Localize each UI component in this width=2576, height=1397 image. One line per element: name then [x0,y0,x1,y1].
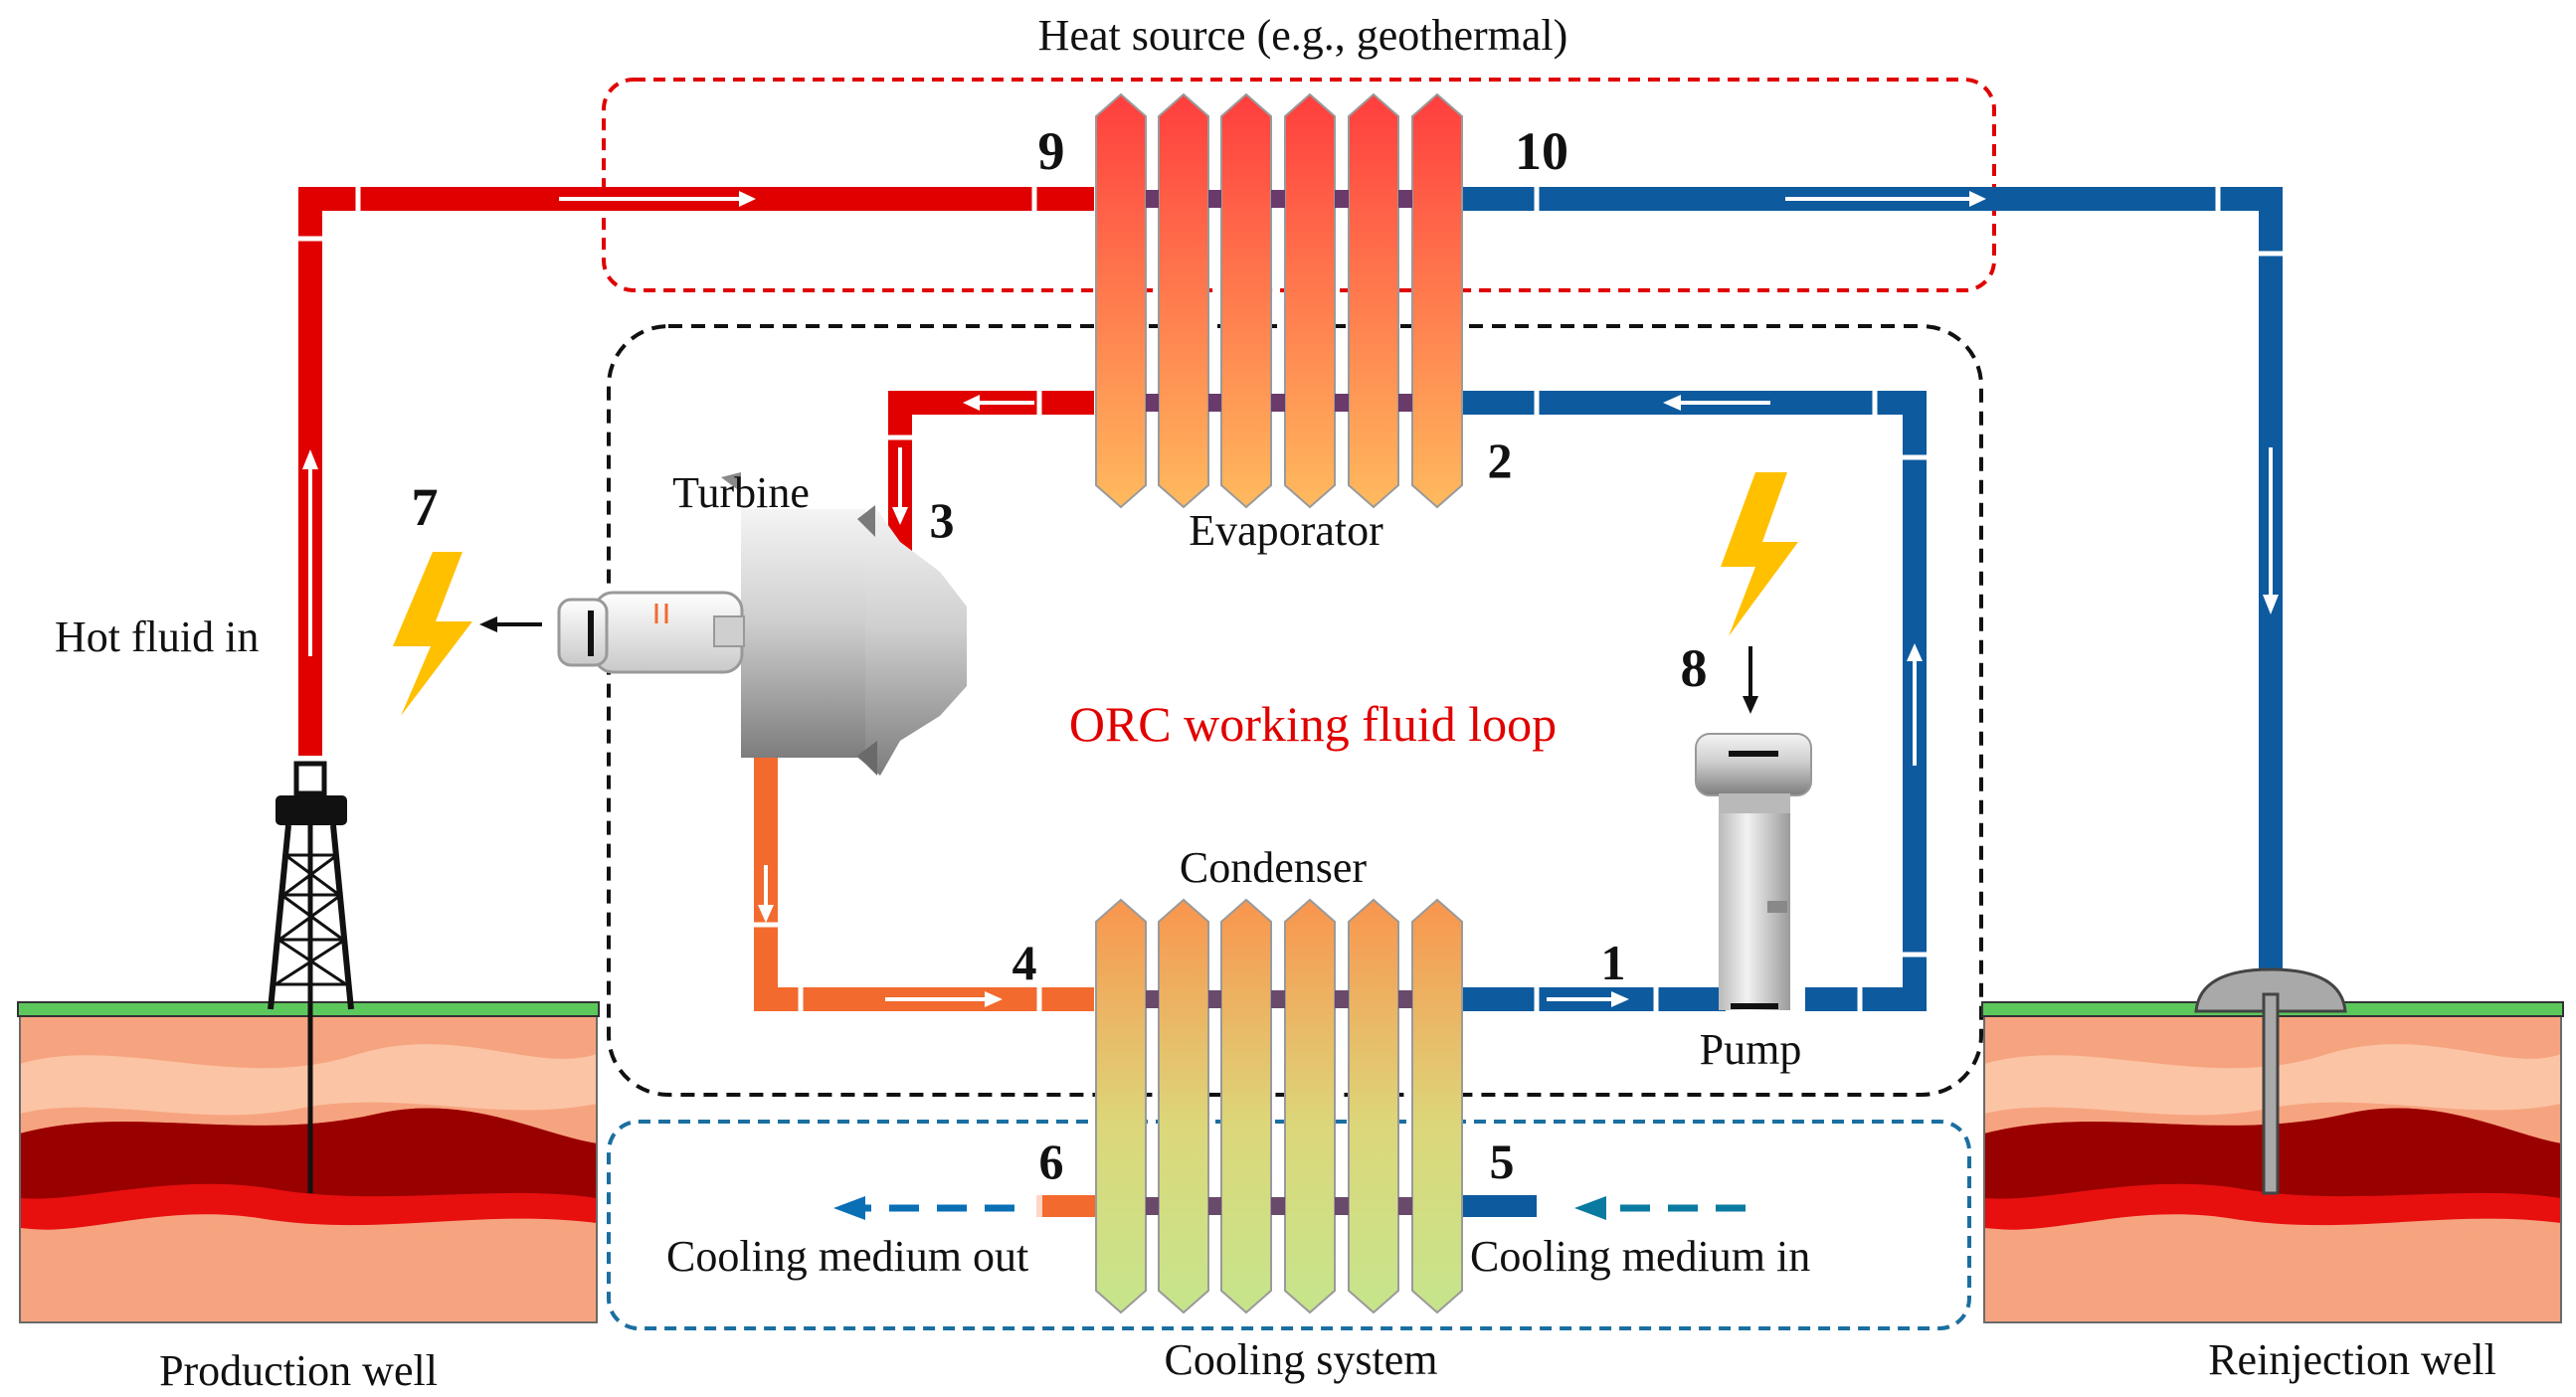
pump-icon [1695,733,1812,1010]
evaporator-channel-2-3 [1271,394,1285,412]
condenser-plates [1095,898,1463,1314]
pump-label: Pump [1700,1025,1802,1074]
wellhead-icon [2194,967,2347,1195]
state-point-5: 5 [1490,1134,1515,1189]
evaporator-plate-1 [1095,92,1147,509]
condenser-channel-1-2 [1208,990,1221,1008]
generator-output-arrow [479,616,542,632]
condenser-channels [1146,990,1412,1215]
condenser-plate-6 [1411,898,1463,1314]
pump-power-arrow [1743,646,1758,714]
evaporator-channel-1-1 [1146,190,1159,208]
condenser-label: Condenser [1180,843,1368,892]
evaporator-channel-2-2 [1208,394,1221,412]
turbine-icon [721,472,967,776]
cooling-medium-in-label: Cooling medium in [1470,1232,1810,1281]
hot-fluid-pipe [298,187,1094,756]
evaporator-plate-5 [1348,92,1399,509]
evaporator-channel-2-4 [1335,394,1349,412]
state-point-4: 4 [1012,935,1037,990]
evaporator-channel-1-5 [1398,190,1412,208]
condenser-plate-3 [1220,898,1272,1314]
evaporator-channel-1-3 [1271,190,1285,208]
heat-source-box [602,78,1996,292]
state-point-2: 2 [1488,433,1513,488]
orc-loop-label: ORC working fluid loop [1069,696,1557,752]
evaporator-plates [1095,92,1463,509]
reinjection-pipe [1462,187,2283,984]
orc-pipe-pump-to-evaporator [1462,391,1927,1011]
cooling-medium-in-arrow [1574,1196,1746,1220]
state-point-7: 7 [412,477,439,537]
state-point-6: 6 [1039,1134,1064,1189]
reinjection-well-label: Reinjection well [2208,1335,2496,1384]
evaporator-channel-2-5 [1398,394,1412,412]
production-well-label: Production well [159,1346,438,1395]
evaporator-plate-4 [1284,92,1336,509]
evaporator-channels [1146,190,1412,412]
condenser-channel-1-1 [1146,990,1159,1008]
condenser-plate-2 [1158,898,1209,1314]
evaporator-plate-2 [1158,92,1209,509]
state-point-9: 9 [1038,121,1065,181]
cooling-medium-out-label: Cooling medium out [666,1232,1028,1281]
state-point-3: 3 [930,492,955,548]
evaporator-channel-1-4 [1335,190,1349,208]
generator-icon [557,591,745,674]
evaporator-channel-1-2 [1208,190,1221,208]
cooling-pipe-stubs [1036,1195,1537,1217]
condenser-channel-2-1 [1146,1197,1159,1215]
evaporator-label: Evaporator [1189,506,1383,555]
drilling-rig-icon [268,761,354,1193]
hot-fluid-in-label: Hot fluid in [55,612,259,661]
evaporator-plate-3 [1220,92,1272,509]
heat-source-label: Heat source (e.g., geothermal) [1038,11,1568,60]
state-point-1: 1 [1601,935,1626,990]
condenser-channel-1-4 [1335,990,1349,1008]
cooling-system-label: Cooling system [1164,1335,1437,1384]
turbine-label: Turbine [672,468,810,517]
condenser-plate-1 [1095,898,1147,1314]
cooling-system-box [607,1120,1971,1330]
condenser-channel-2-3 [1271,1197,1285,1215]
orc-pipe-evaporator-to-turbine [888,391,1094,557]
condenser-channel-1-5 [1398,990,1412,1008]
state-point-10: 10 [1515,121,1568,181]
evaporator-plate-6 [1411,92,1463,509]
lightning-icon [393,552,472,716]
condenser-channel-2-2 [1208,1197,1221,1215]
condenser-channel-2-4 [1335,1197,1349,1215]
cooling-medium-out-arrow [833,1196,1014,1220]
evaporator-channel-2-1 [1146,394,1159,412]
state-point-8: 8 [1681,638,1708,698]
orc-pipe-condenser-to-pump [1462,987,1726,1011]
condenser-plate-4 [1284,898,1336,1314]
condenser-channel-1-3 [1271,990,1285,1008]
orc-pipe-turbine-to-condenser [754,751,1094,1011]
condenser-channel-2-5 [1398,1197,1412,1215]
lightning-icon [1721,472,1798,636]
condenser-plate-5 [1348,898,1399,1314]
